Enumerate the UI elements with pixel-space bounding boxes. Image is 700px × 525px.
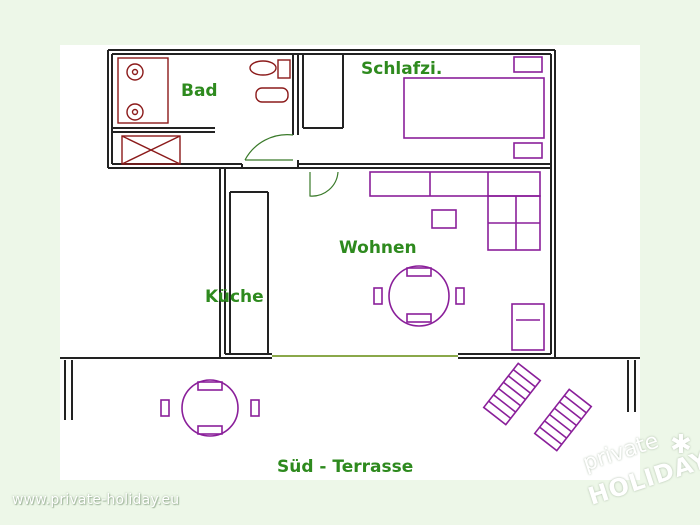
- bathroom-fixtures: [117, 57, 291, 165]
- star-icon: ✱: [670, 430, 692, 460]
- terrace-railings: [64, 360, 636, 420]
- sofa: [369, 171, 541, 251]
- sideboard: [511, 303, 545, 351]
- bed: [403, 56, 545, 159]
- terrace-table: [160, 379, 260, 437]
- plan-sheet: [60, 45, 640, 480]
- room-label-kueche: Küche: [205, 287, 264, 307]
- doors: [244, 134, 339, 197]
- room-label-terrasse: Süd - Terrasse: [277, 457, 413, 477]
- sun-lounger: [482, 362, 542, 426]
- sun-lounger: [533, 388, 593, 452]
- watermark-url: www.private-holiday.eu: [12, 492, 180, 508]
- interior-walls: [112, 54, 551, 354]
- room-label-bad: Bad: [181, 81, 218, 101]
- room-label-schlafzimmer: Schlafzi.: [361, 59, 442, 79]
- dining-table: [373, 265, 465, 327]
- room-label-wohnen: Wohnen: [339, 238, 417, 258]
- brand-logo: ✱ private HOLIDAY: [580, 429, 700, 515]
